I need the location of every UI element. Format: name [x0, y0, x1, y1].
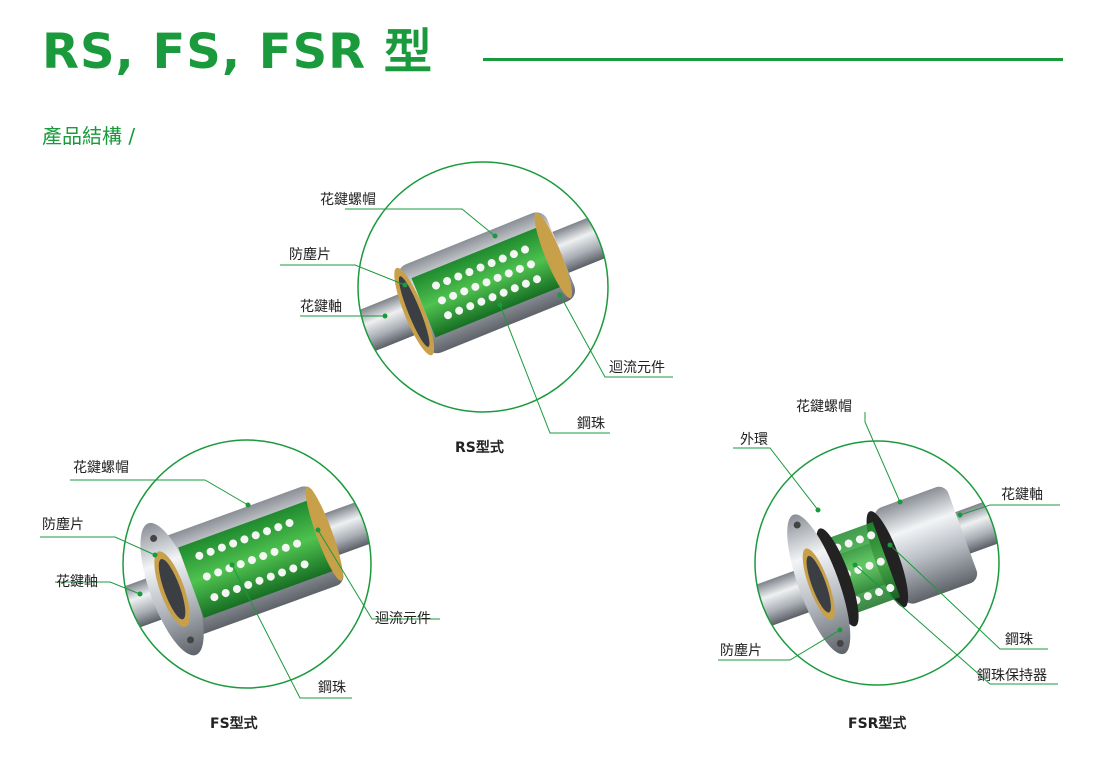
rs-illustration — [358, 204, 608, 359]
rs-label-spline-shaft: 花鍵軸 — [300, 299, 342, 315]
fsr-label-seal: 防塵片 — [720, 643, 762, 659]
rs-magnifier-circle — [357, 161, 609, 413]
fs-label-spline-shaft: 花鍵軸 — [56, 574, 98, 590]
title-divider — [483, 58, 1063, 61]
fs-illustration — [123, 486, 371, 656]
fsr-illustration — [755, 486, 999, 655]
fsr-label-spline-shaft: 花鍵軸 — [1001, 487, 1043, 503]
fsr-caption: FSR型式 — [848, 716, 907, 732]
fs-label-recirculation: 迴流元件 — [375, 611, 431, 627]
section-subtitle: 產品結構 / — [42, 124, 136, 148]
fsr-magnifier-circle — [754, 440, 1000, 686]
fs-caption: FS型式 — [210, 716, 258, 732]
fs-label-ball: 鋼珠 — [318, 680, 346, 696]
fsr-label-ball-retainer: 鋼珠保持器 — [977, 668, 1047, 684]
fsr-label-ball: 鋼珠 — [1005, 632, 1033, 648]
fsr-label-spline-nut: 花鍵螺帽 — [796, 399, 852, 415]
fs-magnifier-circle — [122, 439, 372, 689]
fs-label-spline-nut: 花鍵螺帽 — [73, 460, 129, 476]
rs-label-recirculation: 迴流元件 — [609, 360, 665, 376]
fs-label-seal: 防塵片 — [42, 517, 84, 533]
page-title: RS, FS, FSR 型 — [42, 24, 433, 80]
rs-label-seal: 防塵片 — [289, 247, 331, 263]
rs-caption: RS型式 — [455, 440, 504, 456]
rs-label-spline-nut: 花鍵螺帽 — [320, 192, 376, 208]
fsr-label-outer-ring: 外環 — [740, 432, 768, 448]
rs-label-ball: 鋼珠 — [577, 416, 605, 432]
